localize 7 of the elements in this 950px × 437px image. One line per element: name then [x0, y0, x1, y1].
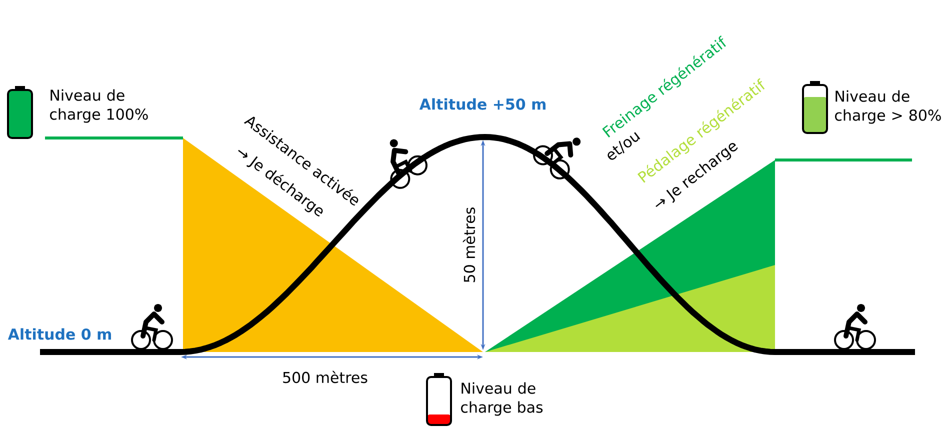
altitude-label: Altitude +50 m — [419, 98, 546, 110]
altitude-label: Altitude 0 m — [8, 328, 111, 340]
battery-label: Niveau de charge bas — [461, 382, 543, 416]
dimension-label: 500 mètres — [283, 370, 368, 384]
battery-label: Niveau de charge > 80% — [835, 90, 941, 124]
battery-label: Niveau de charge 100% — [50, 89, 148, 123]
dimension-label: 50 mètres — [462, 208, 476, 282]
